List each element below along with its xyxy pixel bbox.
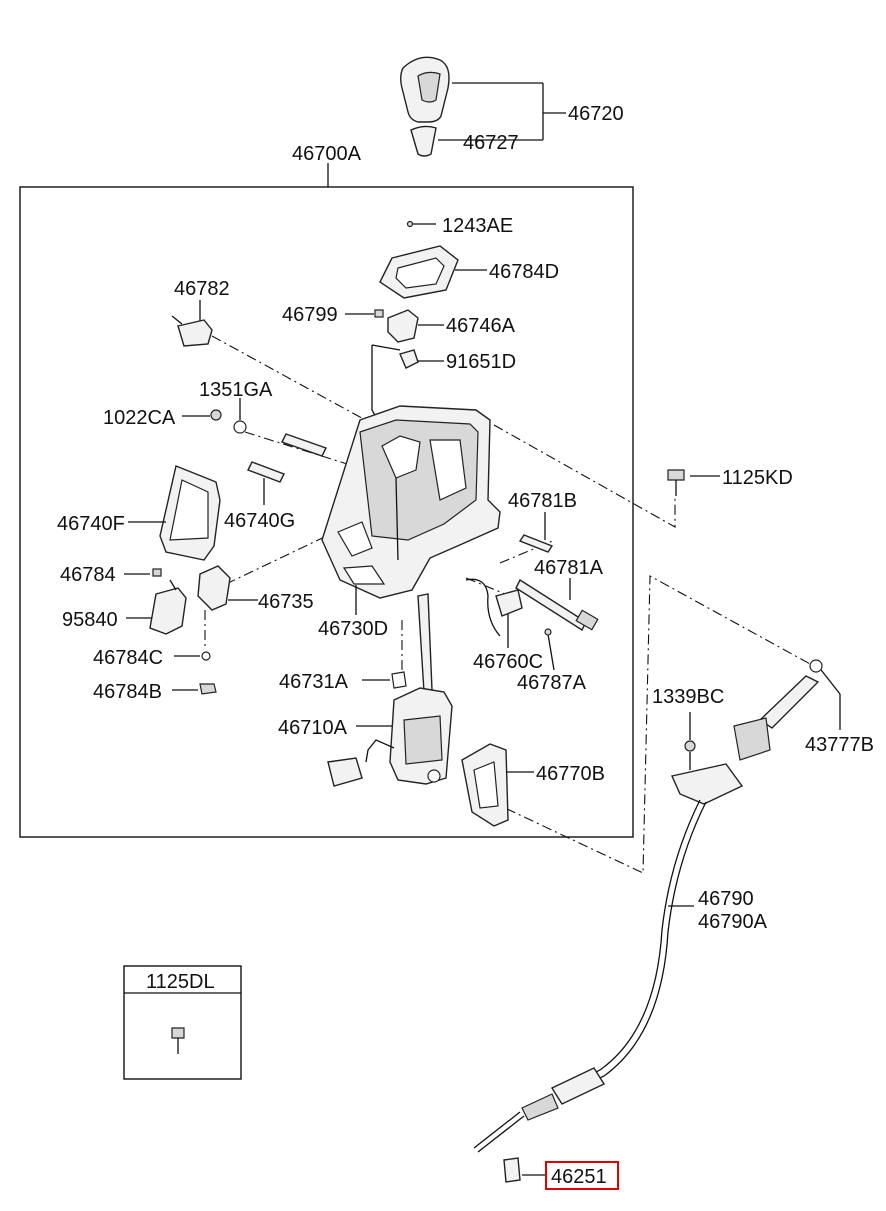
bracket-46746a-drawing (387, 309, 444, 343)
label-46770b[interactable]: 46770B (536, 763, 605, 785)
pin-46781b-drawing (518, 512, 554, 553)
label-46740f[interactable]: 46740F (57, 513, 125, 535)
label-46700a[interactable]: 46700A (292, 143, 362, 165)
label-1125kd[interactable]: 1125KD (722, 467, 793, 489)
assembly-frame (19, 186, 634, 838)
label-46727[interactable]: 46727 (463, 132, 519, 154)
label-1022ca[interactable]: 1022CA (103, 407, 176, 429)
label-46784c[interactable]: 46784C (93, 647, 163, 669)
label-1243ae[interactable]: 1243AE (442, 215, 513, 237)
fastener-box (123, 965, 242, 1080)
label-46720[interactable]: 46720 (568, 103, 624, 125)
label-1351ga[interactable]: 1351GA (199, 379, 273, 401)
part-46782-drawing (171, 300, 213, 347)
shift-lever-housing-drawing (321, 405, 501, 615)
label-46730d[interactable]: 46730D (318, 618, 388, 640)
label-46781b[interactable]: 46781B (508, 490, 577, 512)
indicator-plate-drawing (379, 245, 487, 299)
label-46740g[interactable]: 46740G (224, 510, 295, 532)
shift-knob-drawing (400, 56, 450, 157)
bolt-1125kd-drawing (667, 469, 720, 496)
cover-46740f-drawing (128, 465, 221, 561)
label-46710a[interactable]: 46710A (278, 717, 348, 739)
label-46790a[interactable]: 46790A (698, 911, 768, 933)
pin-set-drawing (247, 433, 327, 505)
part-46735-drawing (197, 565, 258, 611)
pin-46781a-drawing (515, 578, 599, 632)
label-46760c[interactable]: 46760C (473, 651, 543, 673)
part-46784c-drawing (174, 651, 211, 661)
label-95840[interactable]: 95840 (62, 609, 118, 631)
label-91651d[interactable]: 91651D (446, 351, 516, 373)
label-46251[interactable]: 46251 (551, 1166, 607, 1188)
screw-1243ae-drawing (406, 220, 436, 228)
label-46731a[interactable]: 46731A (279, 671, 349, 693)
label-46799[interactable]: 46799 (282, 304, 338, 326)
screw-46787a-drawing (544, 628, 555, 671)
part-46784-drawing (124, 568, 162, 577)
label-46735[interactable]: 46735 (258, 591, 314, 613)
label-46784b[interactable]: 46784B (93, 681, 162, 703)
label-1125dl[interactable]: 1125DL (146, 971, 215, 993)
bolt-1125dl-drawing (171, 1027, 185, 1054)
label-46746a[interactable]: 46746A (446, 315, 516, 337)
label-46782[interactable]: 46782 (174, 278, 230, 300)
part-46731a-drawing (362, 671, 407, 689)
label-46784[interactable]: 46784 (60, 564, 116, 586)
label-46790[interactable]: 46790 (698, 888, 754, 910)
lever-assembly-46710a-drawing (327, 593, 453, 787)
clip-46251-drawing (503, 1157, 546, 1183)
label-46784d[interactable]: 46784D (489, 261, 559, 283)
part-46784b-drawing (172, 683, 217, 695)
sensor-95840-drawing (126, 579, 187, 635)
label-1339bc[interactable]: 1339BC (652, 686, 724, 708)
nut-1022ca-drawing (210, 409, 222, 421)
washer-1351ga-drawing (233, 420, 247, 434)
spring-46799-drawing (345, 309, 384, 318)
cable-46790-drawing (473, 659, 841, 1153)
label-46787a[interactable]: 46787A (517, 672, 587, 694)
label-46781a[interactable]: 46781A (534, 557, 604, 579)
label-43777b[interactable]: 43777B (805, 734, 874, 756)
harness-46760c-drawing (465, 578, 523, 648)
highlight-box (545, 1161, 619, 1190)
bracket-46770b-drawing (461, 743, 534, 827)
